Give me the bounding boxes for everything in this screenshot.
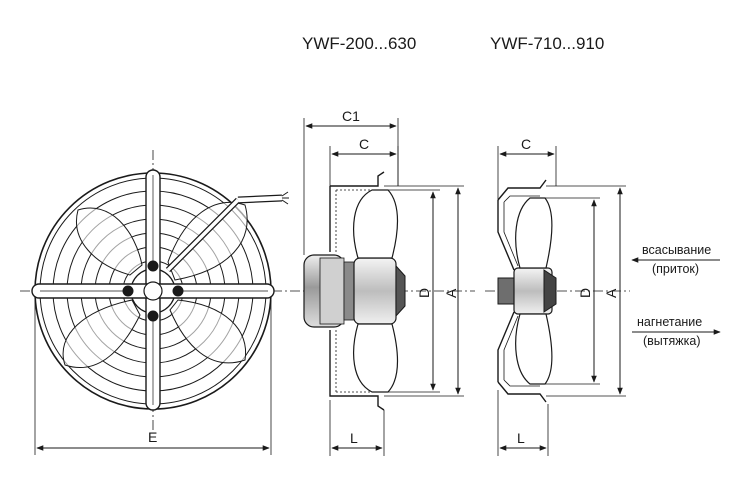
dimension-A-large-label: A (603, 288, 619, 298)
dimension-C-small-label: C (359, 136, 369, 152)
airflow-exhaust-line2: (вытяжка) (643, 334, 701, 348)
dimension-E: E (34, 300, 272, 455)
dimension-D-large-label: D (577, 288, 593, 298)
dimension-A-small: A (384, 185, 464, 397)
airflow-exhaust: нагнетание (вытяжка) (632, 315, 721, 348)
airflow-intake: всасывание (приток) (631, 243, 720, 276)
dimension-C-large: C (497, 136, 557, 200)
dimension-C-small: C (329, 136, 399, 186)
dimension-L-small-label: L (350, 430, 358, 446)
side-view-small (290, 171, 475, 411)
model-title-right: YWF-710...910 (490, 34, 604, 53)
dimension-C1-label: C1 (342, 108, 360, 124)
dimension-D-large: D (545, 197, 600, 385)
side-view-large (485, 179, 630, 403)
airflow-intake-line1: всасывание (642, 243, 711, 257)
dimension-D-small-label: D (416, 288, 432, 298)
dimension-C-large-label: C (521, 136, 531, 152)
dimension-C1: C1 (303, 108, 399, 255)
dimension-L-small: L (329, 400, 385, 456)
dimension-A-large: A (546, 185, 626, 397)
model-title-left: YWF-200...630 (302, 34, 416, 53)
front-view (20, 150, 290, 430)
dimension-L-large-label: L (517, 430, 525, 446)
dimension-L-large: L (497, 390, 549, 456)
dimension-A-small-label: A (443, 288, 459, 298)
dimension-D-small: D (388, 189, 440, 393)
airflow-intake-line2: (приток) (652, 262, 699, 276)
dimension-E-label: E (148, 429, 157, 445)
airflow-exhaust-line1: нагнетание (637, 315, 702, 329)
